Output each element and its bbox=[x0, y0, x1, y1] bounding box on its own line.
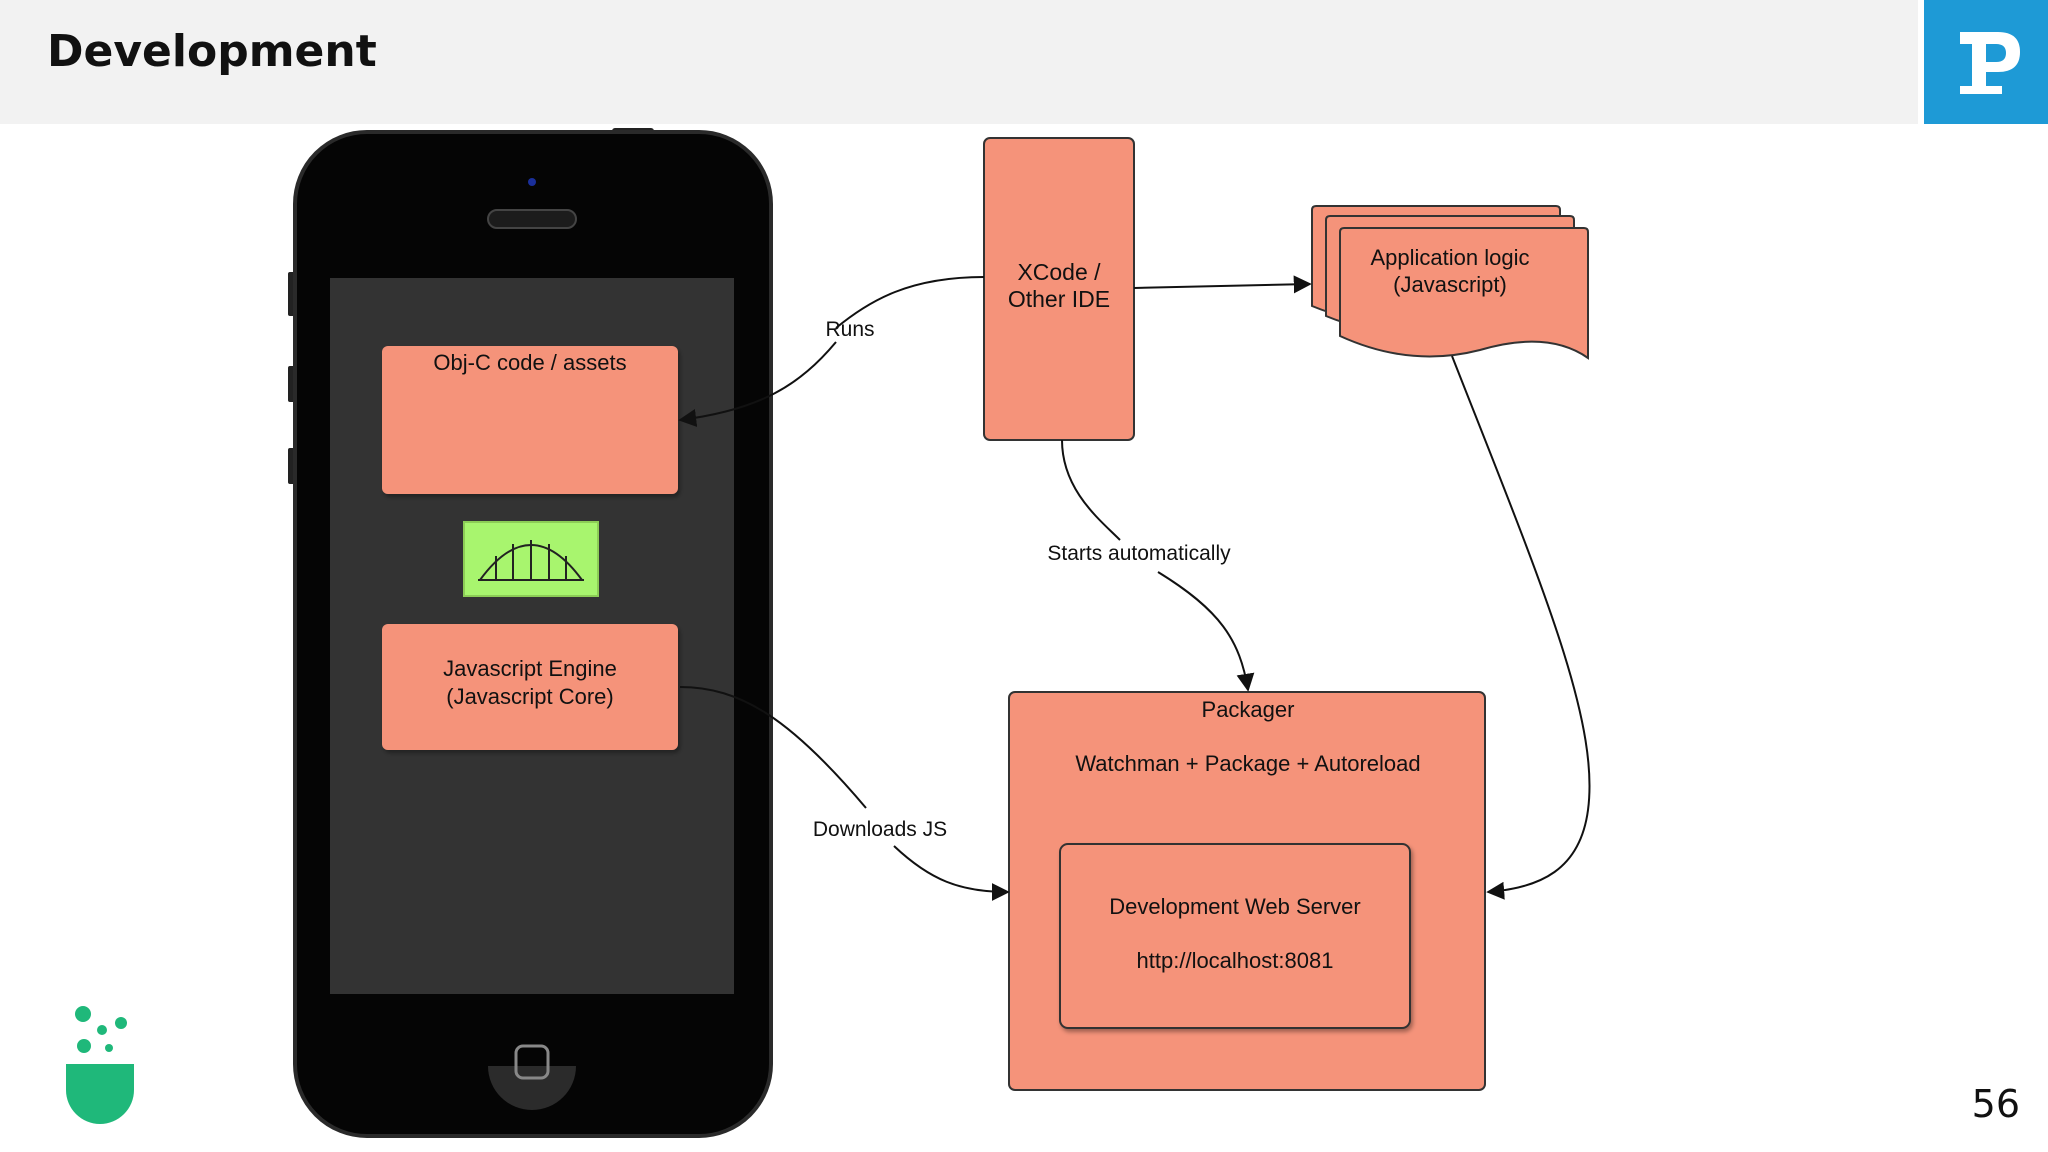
application-logic-docs bbox=[1311, 205, 1589, 360]
app-logic-label-2: (Javascript) bbox=[1393, 272, 1507, 297]
dev-server-box bbox=[1059, 843, 1411, 1029]
edge-starts-a bbox=[1061, 439, 1121, 541]
edge-downloads-b bbox=[893, 845, 1010, 901]
dev-server-url: http://localhost:8081 bbox=[1137, 948, 1334, 973]
js-engine-label-2: (Javascript Core) bbox=[446, 684, 613, 709]
edge-runs-b bbox=[678, 341, 837, 427]
edge-runs-a bbox=[835, 276, 985, 329]
edge-downloads-label: Downloads JS bbox=[813, 818, 947, 841]
slide-title: Development bbox=[47, 26, 377, 77]
packager-title: Packager bbox=[1202, 697, 1295, 722]
objc-box bbox=[382, 346, 678, 494]
xcode-box bbox=[983, 137, 1135, 441]
js-engine-box bbox=[382, 624, 678, 750]
packager-subtitle: Watchman + Package + Autoreload bbox=[1075, 751, 1420, 776]
edge-applogic-to-packager bbox=[1451, 355, 1591, 900]
objc-label: Obj-C code / assets bbox=[433, 350, 626, 375]
app-logic-label-1: Application logic bbox=[1371, 245, 1530, 270]
edge-xcode-to-applogic bbox=[1133, 275, 1312, 294]
xcode-label-2: Other IDE bbox=[1008, 286, 1110, 312]
edge-downloads-a bbox=[679, 686, 867, 809]
edge-starts-b bbox=[1157, 571, 1255, 692]
brand-flask-icon bbox=[62, 1000, 142, 1129]
js-engine-label-1: Javascript Engine bbox=[443, 656, 617, 681]
edge-starts-label: Starts automatically bbox=[1047, 542, 1231, 565]
edge-runs-label: Runs bbox=[825, 318, 874, 341]
xcode-label-1: XCode / bbox=[1017, 259, 1101, 285]
slide-header bbox=[0, 0, 1918, 124]
speaker-grille bbox=[487, 209, 577, 229]
dev-server-label: Development Web Server bbox=[1109, 894, 1361, 919]
logo-p-icon bbox=[1924, 0, 2048, 124]
camera-dot bbox=[528, 178, 536, 186]
home-button-icon bbox=[488, 1066, 576, 1110]
page-number: 56 bbox=[1971, 1082, 2020, 1126]
bridge-icon bbox=[463, 521, 599, 597]
